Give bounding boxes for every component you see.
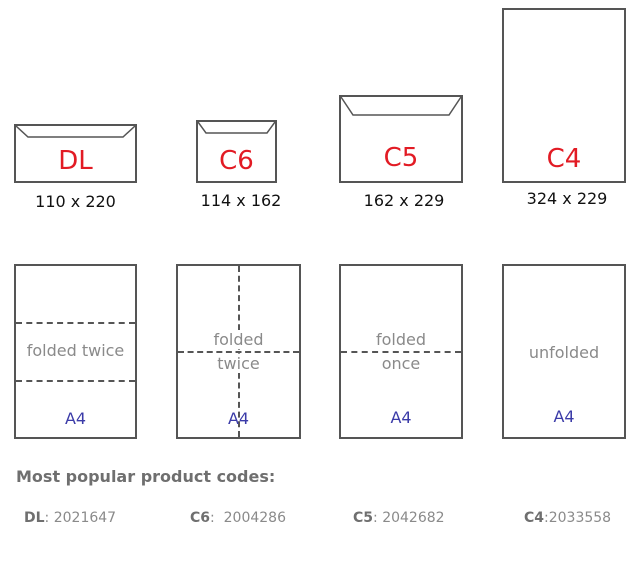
product-code-c4: C4:2033558 [524, 510, 611, 526]
envelope-code: C4 [546, 144, 582, 174]
product-code-value: 2042682 [382, 510, 445, 526]
product-code-c5: C5: 2042682 [353, 510, 445, 526]
sheet-unfolded: unfolded A4 [502, 264, 626, 439]
fold-line [238, 266, 240, 437]
envelope-flap-icon [15, 125, 136, 138]
fold-label-line1: unfolded [528, 343, 600, 362]
fold-line [341, 351, 461, 353]
product-code-value: 2021647 [53, 510, 117, 526]
product-code-dl: DL: 2021647 [24, 510, 116, 526]
fold-label-line2: once [378, 354, 424, 373]
envelope-dimensions: 110 x 220 [35, 192, 116, 211]
product-code-sep: : [544, 510, 549, 526]
fold-label-line2: twice [214, 354, 263, 373]
sheet-folded-twice-cross: folded twice A4 [176, 264, 301, 439]
envelope-dl: DL [14, 124, 137, 183]
product-code-sep: : [210, 510, 224, 526]
fold-label-line1: folded [210, 330, 267, 349]
envelope-dimensions: 114 x 162 [200, 191, 282, 210]
envelope-dimensions: 324 x 229 [526, 189, 608, 208]
envelope-dimensions: 162 x 229 [363, 191, 445, 210]
fold-line [16, 380, 135, 382]
product-code-sep: : [373, 510, 383, 526]
product-code-sep: : [44, 510, 54, 526]
product-code-key: C4 [524, 510, 545, 526]
fold-label: folded twice [16, 339, 135, 363]
envelope-c6: C6 [196, 120, 277, 183]
product-code-value: 2033558 [548, 510, 612, 526]
fold-line [16, 322, 135, 324]
paper-size-label: A4 [390, 408, 412, 427]
fold-label: folded twice [178, 328, 299, 376]
product-code-key: C6 [190, 510, 211, 526]
paper-size-label: A4 [64, 409, 87, 428]
envelope-c5: C5 [339, 95, 463, 183]
paper-size-label: A4 [553, 407, 575, 426]
envelope-code: C6 [219, 146, 254, 176]
paper-size-label: A4 [227, 409, 250, 428]
product-code-key: DL [24, 510, 45, 526]
sheet-folded-twice-horizontal: folded twice A4 [14, 264, 137, 439]
envelope-flap-icon [197, 121, 276, 134]
envelope-c4: C4 [502, 8, 626, 183]
fold-label: folded once [341, 328, 461, 376]
sheet-folded-once: folded once A4 [339, 264, 463, 439]
product-code-key: C5 [353, 510, 374, 526]
envelope-code: C5 [383, 143, 419, 173]
fold-label-line1: folded twice [26, 341, 125, 360]
fold-label: unfolded [504, 341, 624, 365]
fold-label-line1: folded [372, 330, 430, 349]
envelope-flap-icon [340, 96, 462, 116]
envelope-code: DL [58, 146, 93, 176]
popular-codes-title: Most popular product codes: [16, 467, 276, 486]
product-code-value: 2004286 [223, 510, 286, 526]
product-code-c6: C6: 2004286 [190, 510, 286, 526]
